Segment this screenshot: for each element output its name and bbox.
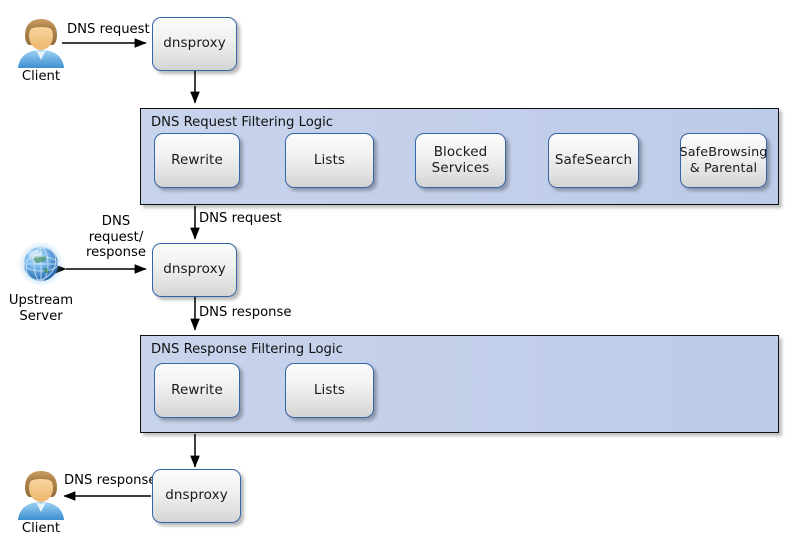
node-label: SafeSearch	[554, 151, 633, 168]
group-response-filtering-title: DNS Response Filtering Logic	[151, 342, 343, 357]
node-label: Lists	[313, 151, 346, 168]
node-label: Blocked Services	[431, 143, 490, 176]
actor-label: Client	[21, 521, 61, 536]
dnsproxy-middle[interactable]: dnsproxy	[152, 243, 237, 297]
group-request-filtering-title: DNS Request Filtering Logic	[151, 115, 334, 130]
dnsproxy-bottom[interactable]: dnsproxy	[152, 469, 241, 523]
node-req-safebrowsing-parental[interactable]: SafeBrowsing & Parental	[679, 133, 768, 188]
node-req-blocked-services[interactable]: Blocked Services	[415, 133, 506, 188]
user-icon	[14, 16, 68, 68]
actor-client-top: Client	[14, 16, 68, 84]
edge-label-proxy-to-response-filtering: DNS response	[199, 305, 292, 320]
dnsproxy-top[interactable]: dnsproxy	[152, 17, 237, 71]
node-label: Rewrite	[171, 381, 223, 398]
dnsproxy-bottom-label: dnsproxy	[165, 487, 228, 504]
node-resp-rewrite[interactable]: Rewrite	[154, 363, 240, 418]
actor-label: Client	[21, 69, 61, 84]
actor-label: Upstream Server	[8, 293, 74, 324]
edge-label-upstream: DNS request/ response	[86, 214, 146, 261]
node-req-lists[interactable]: Lists	[285, 133, 374, 188]
user-icon	[14, 468, 68, 520]
node-label: Rewrite	[171, 151, 223, 168]
globe-icon	[14, 241, 68, 293]
node-label: Lists	[313, 381, 346, 398]
dnsproxy-top-label: dnsproxy	[163, 35, 226, 52]
node-req-safesearch[interactable]: SafeSearch	[548, 133, 639, 188]
dnsproxy-middle-label: dnsproxy	[163, 261, 226, 278]
edge-label-client-to-proxy: DNS request	[67, 22, 150, 37]
edge-label-proxy-to-client: DNS response	[64, 473, 157, 488]
node-resp-lists[interactable]: Lists	[285, 363, 374, 418]
edge-label-proxy-to-request-filtering: DNS request	[199, 211, 282, 226]
actor-client-bottom: Client	[14, 468, 68, 536]
node-label: SafeBrowsing & Parental	[679, 145, 768, 176]
node-req-rewrite[interactable]: Rewrite	[154, 133, 240, 188]
actor-upstream-server: Upstream Server	[9, 241, 73, 324]
group-response-filtering: DNS Response Filtering Logic	[140, 335, 779, 433]
